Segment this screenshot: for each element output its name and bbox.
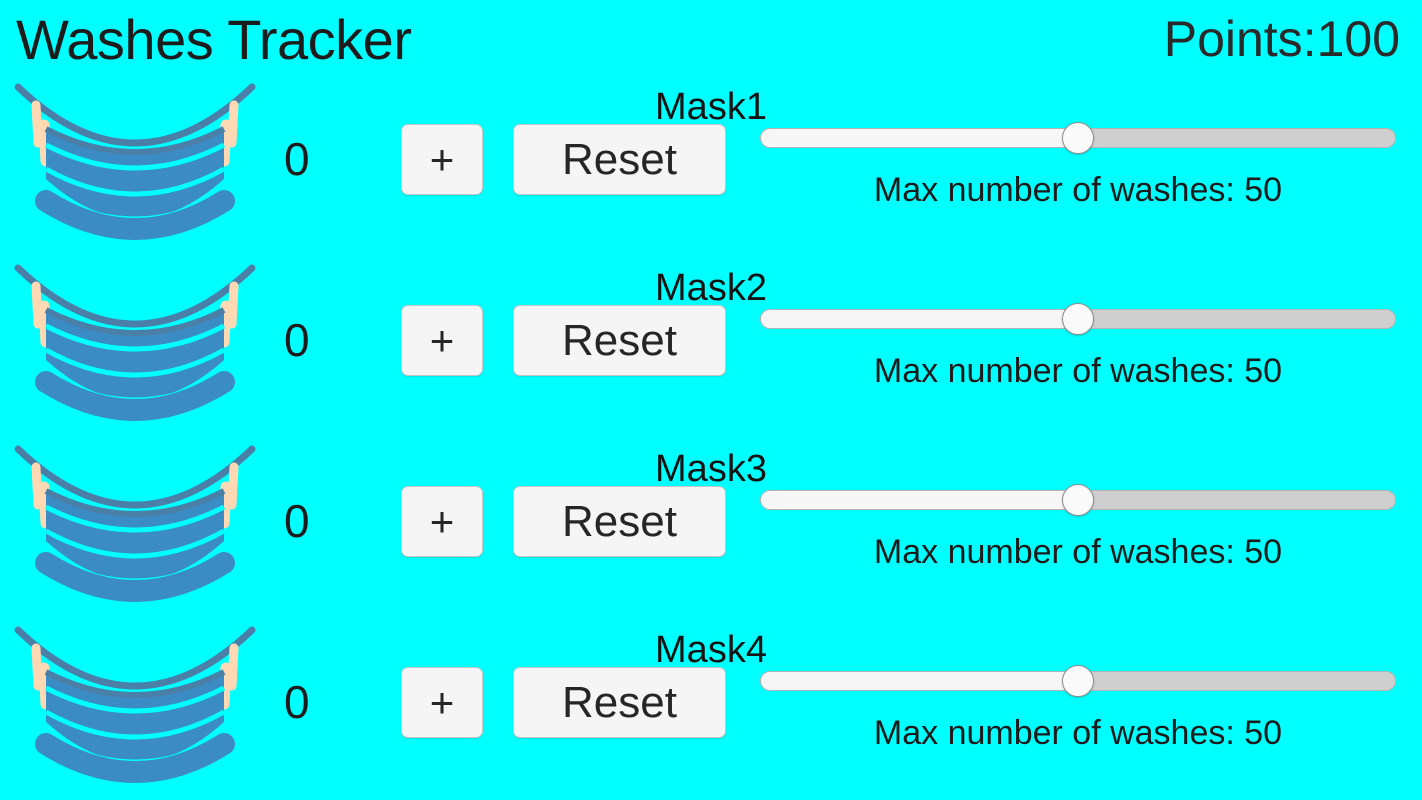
- slider-thumb[interactable]: [1062, 122, 1094, 154]
- points-display: Points:100: [1163, 11, 1400, 67]
- mask-icon: [10, 260, 260, 441]
- max-washes-slider[interactable]: [760, 657, 1396, 707]
- slider-thumb[interactable]: [1062, 303, 1094, 335]
- slider-thumb[interactable]: [1062, 665, 1094, 697]
- mask-row: Mask2 0 + Reset Max number of washes: 50: [0, 260, 1422, 441]
- mask-icon: [10, 79, 260, 260]
- reset-button[interactable]: Reset: [513, 305, 726, 376]
- mask-row: Mask1 0 + Reset Max number of washes: 50: [0, 79, 1422, 260]
- reset-button[interactable]: Reset: [513, 486, 726, 557]
- wash-count: 0: [284, 133, 310, 185]
- slider-fill: [760, 490, 1078, 510]
- wash-count: 0: [284, 495, 310, 547]
- mask-icon: [10, 622, 260, 800]
- page-title: Washes Tracker: [16, 8, 412, 71]
- slider-fill: [760, 671, 1078, 691]
- slider-thumb[interactable]: [1062, 484, 1094, 516]
- reset-button[interactable]: Reset: [513, 667, 726, 738]
- slider-caption: Max number of washes: 50: [873, 714, 1283, 752]
- reset-button[interactable]: Reset: [513, 124, 726, 195]
- max-washes-slider[interactable]: [760, 295, 1396, 345]
- slider-caption: Max number of washes: 50: [873, 171, 1283, 209]
- slider-caption: Max number of washes: 50: [873, 352, 1283, 390]
- max-washes-slider[interactable]: [760, 114, 1396, 164]
- wash-count: 0: [284, 314, 310, 366]
- slider-caption: Max number of washes: 50: [873, 533, 1283, 571]
- app-header: Washes Tracker Points:100: [0, 0, 1422, 80]
- wash-count: 0: [284, 676, 310, 728]
- slider-fill: [760, 128, 1078, 148]
- max-washes-slider[interactable]: [760, 476, 1396, 526]
- mask-row: Mask4 0 + Reset Max number of washes: 50: [0, 622, 1422, 800]
- increment-button[interactable]: +: [401, 667, 483, 738]
- mask-row: Mask3 0 + Reset Max number of washes: 50: [0, 441, 1422, 622]
- increment-button[interactable]: +: [401, 305, 483, 376]
- slider-fill: [760, 309, 1078, 329]
- mask-icon: [10, 441, 260, 622]
- increment-button[interactable]: +: [401, 124, 483, 195]
- increment-button[interactable]: +: [401, 486, 483, 557]
